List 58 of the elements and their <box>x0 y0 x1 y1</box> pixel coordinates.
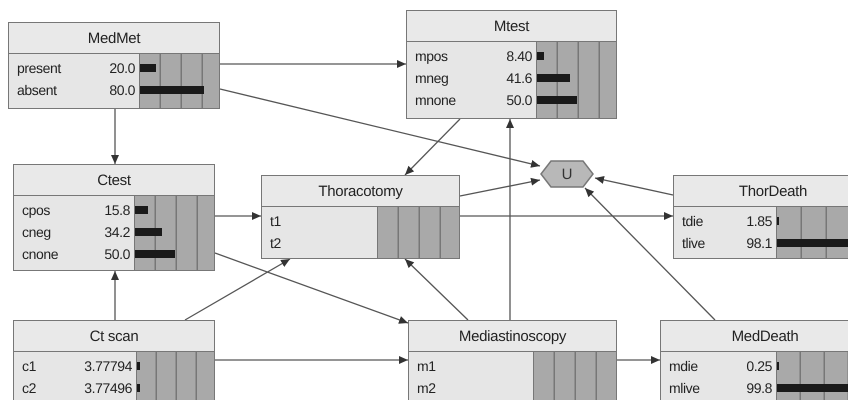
state-label: tlive <box>682 235 705 251</box>
probability-value: 3.77794 <box>84 358 132 374</box>
probability-value: 41.6 <box>506 70 532 86</box>
arrow <box>111 271 119 320</box>
node-box <box>261 175 460 259</box>
state-label: present <box>17 60 61 76</box>
node-box <box>406 10 617 119</box>
state-label: mnone <box>415 92 456 108</box>
utility-hexagon <box>540 160 594 188</box>
probability-value: 3.77496 <box>84 380 132 396</box>
node-box <box>8 22 220 109</box>
node-box <box>408 320 617 400</box>
state-label: absent <box>17 82 57 98</box>
state-label: c2 <box>22 380 36 396</box>
state-label: t2 <box>270 235 281 251</box>
arrow <box>220 60 406 68</box>
probability-value: 50.0 <box>506 92 532 108</box>
arrow <box>111 109 119 164</box>
probability-value: 50.0 <box>104 246 130 262</box>
state-label: mdie <box>669 358 698 374</box>
state-label: cnone <box>22 246 58 262</box>
arrow <box>184 258 290 321</box>
arrow <box>594 176 674 196</box>
state-label: tdie <box>682 213 703 229</box>
arrow <box>584 188 716 320</box>
probability-value: 34.2 <box>104 224 130 240</box>
probability-value: 15.8 <box>104 202 130 218</box>
state-label: cpos <box>22 202 50 218</box>
node-title: U <box>562 166 572 182</box>
probability-value: 1.85 <box>746 213 772 229</box>
state-label: cneg <box>22 224 51 240</box>
probability-value: 80.0 <box>109 82 135 98</box>
state-label: t1 <box>270 213 281 229</box>
state-label: mneg <box>415 70 448 86</box>
probability-value: 8.40 <box>506 48 532 64</box>
probability-value: 98.1 <box>746 235 772 251</box>
state-label: m1 <box>417 358 436 374</box>
probability-value: 20.0 <box>109 60 135 76</box>
arrow <box>460 212 673 220</box>
state-label: mlive <box>669 380 700 396</box>
probability-value: 99.8 <box>746 380 772 396</box>
arrow <box>220 88 540 168</box>
node-box <box>13 320 215 400</box>
node-box <box>660 320 848 400</box>
arrow <box>404 118 460 176</box>
node-box <box>673 175 848 259</box>
probability-value: 0.25 <box>746 358 772 374</box>
arrow <box>460 178 540 197</box>
arrow <box>215 212 261 220</box>
node-box <box>13 164 215 271</box>
state-label: c1 <box>22 358 36 374</box>
state-label: m2 <box>417 380 436 396</box>
arrow <box>214 252 408 324</box>
arrow <box>404 258 468 320</box>
arrow <box>215 356 408 364</box>
arrow <box>617 356 660 364</box>
state-label: mpos <box>415 48 448 64</box>
arrow <box>506 119 514 320</box>
